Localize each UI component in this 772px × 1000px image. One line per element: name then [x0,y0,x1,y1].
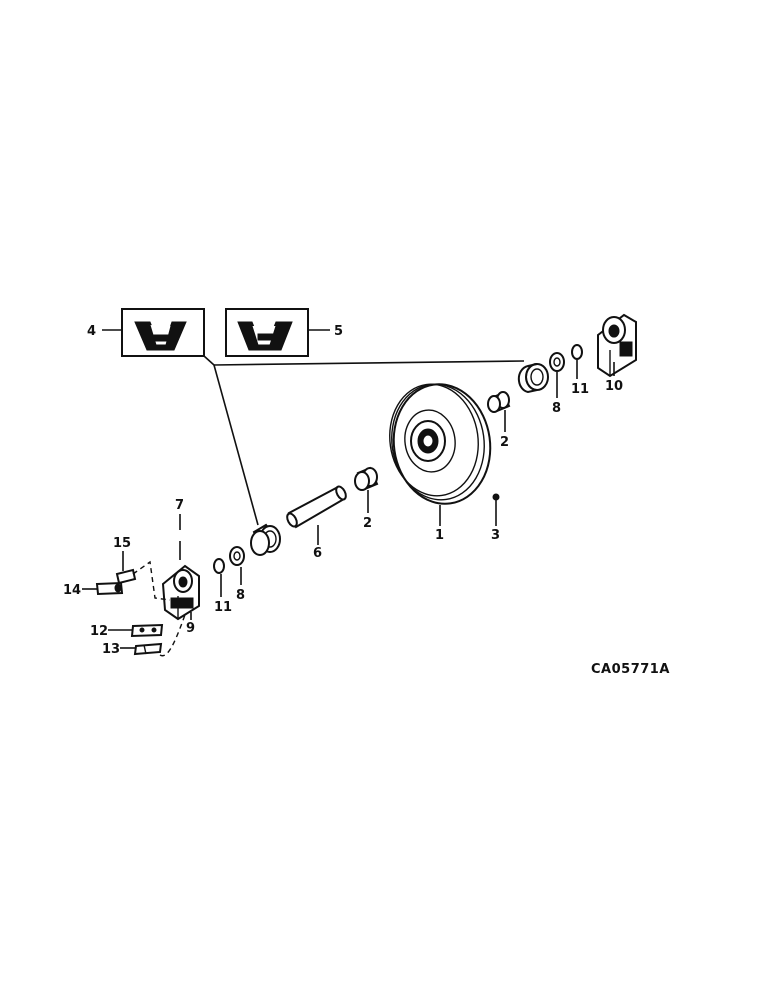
callout-leaders [82,329,615,649]
shaft [286,485,347,529]
bushing-2-left [354,466,379,491]
inset-leader-lines [203,355,525,526]
callout-1: 1 [435,528,444,543]
seal-section-inset-5 [225,308,309,357]
callout-8-right: 8 [552,401,561,416]
ring-11-right [571,344,583,360]
pin-15 [115,568,137,585]
idler-wheel [389,383,492,505]
callout-8-left: 8 [236,588,245,603]
bearing-bracket-left [161,564,200,621]
seal-right [517,363,549,394]
bearing-bracket-right [597,313,637,378]
callout-11-left: 11 [214,600,232,615]
seal-section-inset-4 [121,308,205,357]
hardware-dashed-leaders [132,560,187,657]
callout-5: 5 [334,324,343,339]
callout-14: 14 [63,583,81,598]
callout-6: 6 [313,546,322,561]
seal-left [250,523,281,556]
callout-4: 4 [87,324,96,339]
callout-2-left: 2 [363,516,372,531]
plug-3 [492,493,500,501]
callout-15: 15 [113,536,131,551]
callout-12: 12 [90,624,108,639]
ring-8-left [229,546,245,566]
callout-9: 9 [186,621,195,636]
bushing-2-right [487,391,511,413]
bolt-14 [95,581,124,596]
plate-13 [133,642,163,656]
reference-code: CA05771A [591,662,670,677]
callout-7: 7 [175,498,184,513]
plate-12 [130,623,164,638]
callout-2-right: 2 [500,435,509,450]
callout-11-right: 11 [571,382,589,397]
callout-3: 3 [491,528,500,543]
callout-10: 10 [605,379,623,394]
ring-8-right [549,352,565,372]
callout-13: 13 [102,642,120,657]
ring-11-left [213,558,225,574]
